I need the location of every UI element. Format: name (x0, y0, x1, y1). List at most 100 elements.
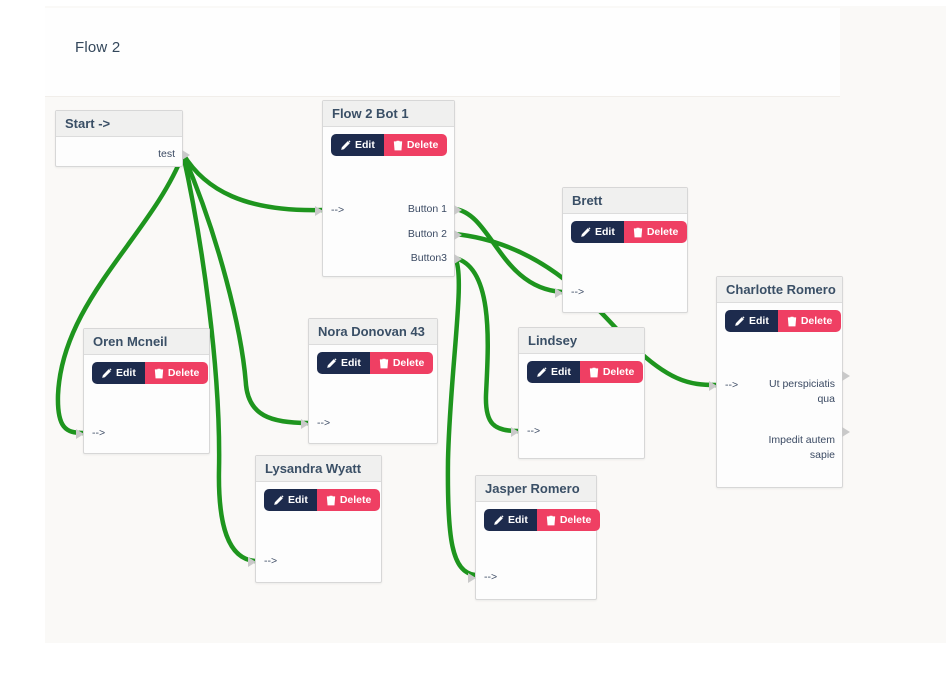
input-port-label: --> (331, 204, 345, 216)
output-port-label-1: Button 1 (407, 203, 447, 215)
edit-button-label: Edit (288, 494, 308, 506)
node-title-jasper[interactable]: Jasper Romero (476, 476, 596, 502)
edit-button-label: Edit (341, 357, 361, 369)
node-actions: Edit Delete (331, 134, 448, 156)
edit-button[interactable]: Edit (92, 362, 145, 384)
node-title-oren[interactable]: Oren Mcneil (84, 329, 209, 355)
input-port[interactable] (555, 288, 563, 298)
node-title-lindsey[interactable]: Lindsey (519, 328, 644, 354)
input-port[interactable] (315, 206, 323, 216)
input-port-label: --> (725, 379, 739, 391)
edit-button-label: Edit (749, 315, 769, 327)
delete-button[interactable]: Delete (369, 352, 434, 374)
node-title-flow2bot1[interactable]: Flow 2 Bot 1 (323, 101, 454, 127)
node-title-lysandra[interactable]: Lysandra Wyatt (256, 456, 381, 482)
delete-button[interactable]: Delete (777, 310, 842, 332)
delete-button-label: Delete (406, 139, 439, 151)
node-title-charlotte[interactable]: Charlotte Romero (717, 277, 842, 303)
edit-button-label: Edit (355, 139, 375, 151)
flow-node-nora[interactable]: Nora Donovan 43 Edit Delete --> (301, 318, 438, 444)
trash-icon (546, 515, 556, 526)
flow-title: Flow 2 (75, 39, 121, 56)
delete-button-label: Delete (646, 226, 679, 238)
edit-button[interactable]: Edit (331, 134, 384, 156)
trash-icon (379, 358, 389, 369)
edit-icon (734, 315, 745, 327)
delete-button-label: Delete (559, 514, 592, 526)
input-port-label: --> (527, 425, 541, 437)
delete-button[interactable]: Delete (316, 489, 381, 511)
input-port-label: --> (484, 571, 498, 583)
output-port-3[interactable] (454, 254, 462, 264)
edit-icon (536, 366, 547, 378)
output-port-1[interactable] (182, 150, 190, 160)
edit-button[interactable]: Edit (725, 310, 778, 332)
output-port-label-3: Button3 (410, 252, 447, 264)
output-port-2[interactable] (842, 427, 850, 437)
delete-button[interactable]: Delete (579, 361, 644, 383)
flow-node-start[interactable]: Start -> test (55, 110, 190, 167)
input-port[interactable] (709, 381, 717, 391)
trash-icon (154, 368, 164, 379)
edit-button[interactable]: Edit (484, 509, 537, 531)
output-port-label-2: Button 2 (407, 228, 447, 240)
edit-button[interactable]: Edit (317, 352, 370, 374)
edit-button-label: Edit (595, 226, 615, 238)
node-title-nora[interactable]: Nora Donovan 43 (309, 319, 437, 345)
edit-button-label: Edit (116, 367, 136, 379)
input-port-label: --> (92, 427, 106, 439)
edit-button[interactable]: Edit (527, 361, 580, 383)
output-port-2[interactable] (454, 230, 462, 240)
trash-icon (787, 316, 797, 327)
output-port-1[interactable] (842, 371, 850, 381)
input-port[interactable] (248, 557, 256, 567)
edit-icon (326, 357, 337, 369)
edit-button[interactable]: Edit (264, 489, 317, 511)
node-title-start[interactable]: Start -> (56, 111, 182, 137)
output-port-label-2: Impedit autem sapie (768, 434, 835, 461)
flow-titlebar: Flow 2 (45, 8, 840, 97)
flow-node-flow2bot1[interactable]: Flow 2 Bot 1 Edit Delete --> Button 1 Button … (315, 100, 462, 277)
input-port-label: --> (571, 286, 585, 298)
input-port[interactable] (76, 429, 84, 439)
node-actions: Edit Delete (264, 489, 381, 511)
edit-icon (101, 367, 112, 379)
delete-button-label: Delete (167, 367, 200, 379)
node-actions: Edit Delete (317, 352, 434, 374)
delete-button[interactable]: Delete (623, 221, 688, 243)
edit-icon (493, 514, 504, 526)
input-port[interactable] (301, 419, 309, 429)
delete-button-label: Delete (392, 357, 425, 369)
trash-icon (393, 140, 403, 151)
output-port-label-1: test (158, 148, 175, 160)
delete-button-label: Delete (800, 315, 833, 327)
delete-button-label: Delete (602, 366, 635, 378)
node-title-brett[interactable]: Brett (563, 188, 687, 214)
input-port[interactable] (468, 573, 476, 583)
delete-button[interactable]: Delete (536, 509, 601, 531)
delete-button[interactable]: Delete (144, 362, 209, 384)
node-actions: Edit Delete (725, 310, 842, 332)
edit-button-label: Edit (508, 514, 528, 526)
input-port[interactable] (511, 427, 519, 437)
output-port-1[interactable] (454, 205, 462, 215)
delete-button-label: Delete (339, 494, 372, 506)
delete-button[interactable]: Delete (383, 134, 448, 156)
node-actions: Edit Delete (571, 221, 688, 243)
trash-icon (326, 495, 336, 506)
trash-icon (589, 367, 599, 378)
node-actions: Edit Delete (92, 362, 209, 384)
trash-icon (633, 227, 643, 238)
edit-icon (580, 226, 591, 238)
edit-icon (340, 139, 351, 151)
edit-button-label: Edit (551, 366, 571, 378)
edit-button[interactable]: Edit (571, 221, 624, 243)
input-port-label: --> (317, 417, 331, 429)
